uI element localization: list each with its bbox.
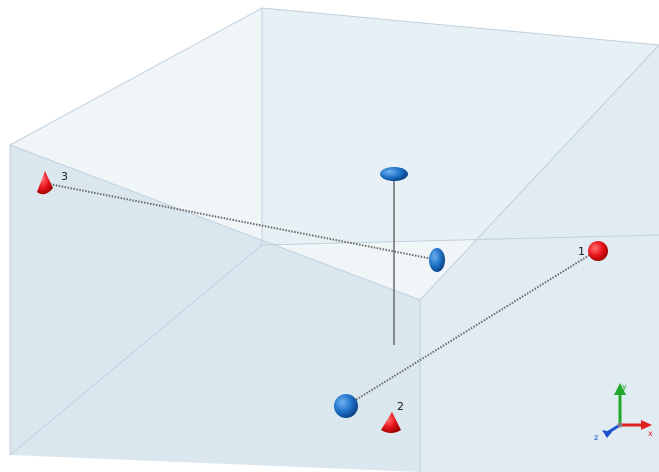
axis-x-label: x: [648, 429, 653, 438]
axis-z-arrow-icon: [602, 430, 612, 438]
axis-y-label: y: [622, 382, 627, 391]
port-2-label: 2: [397, 400, 404, 413]
box-edge: [9, 144, 421, 301]
probe-right[interactable]: [429, 248, 445, 272]
port-3[interactable]: 3: [37, 170, 68, 195]
axis-x-arrow-icon: [641, 420, 652, 430]
axis-triad: y x z: [594, 382, 653, 442]
axis-z-label: z: [594, 433, 598, 442]
probe-top-disk-icon: [380, 167, 408, 181]
wire-probe-bottom-to-port-1[interactable]: [345, 250, 597, 407]
box-edge: [9, 7, 263, 146]
probe-bottom-sphere-icon: [334, 394, 358, 418]
axis-origin-icon: [617, 422, 623, 428]
port-1-label: 1: [578, 245, 585, 258]
axis-y-arrow-icon: [614, 383, 626, 395]
port-3-label: 3: [61, 170, 68, 183]
port-2[interactable]: 2: [381, 400, 404, 433]
box-front-face: [10, 145, 420, 472]
transparent-box: [9, 7, 659, 472]
wire-3-to-probe-right[interactable]: [43, 182, 439, 261]
box-edge: [419, 44, 659, 301]
port-3-cone-icon: [37, 171, 53, 195]
box-edge: [9, 244, 263, 456]
probe-right-disk-icon: [429, 248, 445, 272]
box-edge: [261, 234, 659, 246]
box-back-face: [262, 8, 659, 245]
box-edge: [261, 7, 659, 46]
port-2-cone-icon: [381, 412, 401, 433]
wires: [43, 176, 597, 407]
probe-bottom[interactable]: [334, 394, 358, 418]
probe-top[interactable]: [380, 167, 408, 181]
port-1[interactable]: 1: [578, 241, 608, 261]
port-1-cone-icon: [588, 241, 608, 261]
